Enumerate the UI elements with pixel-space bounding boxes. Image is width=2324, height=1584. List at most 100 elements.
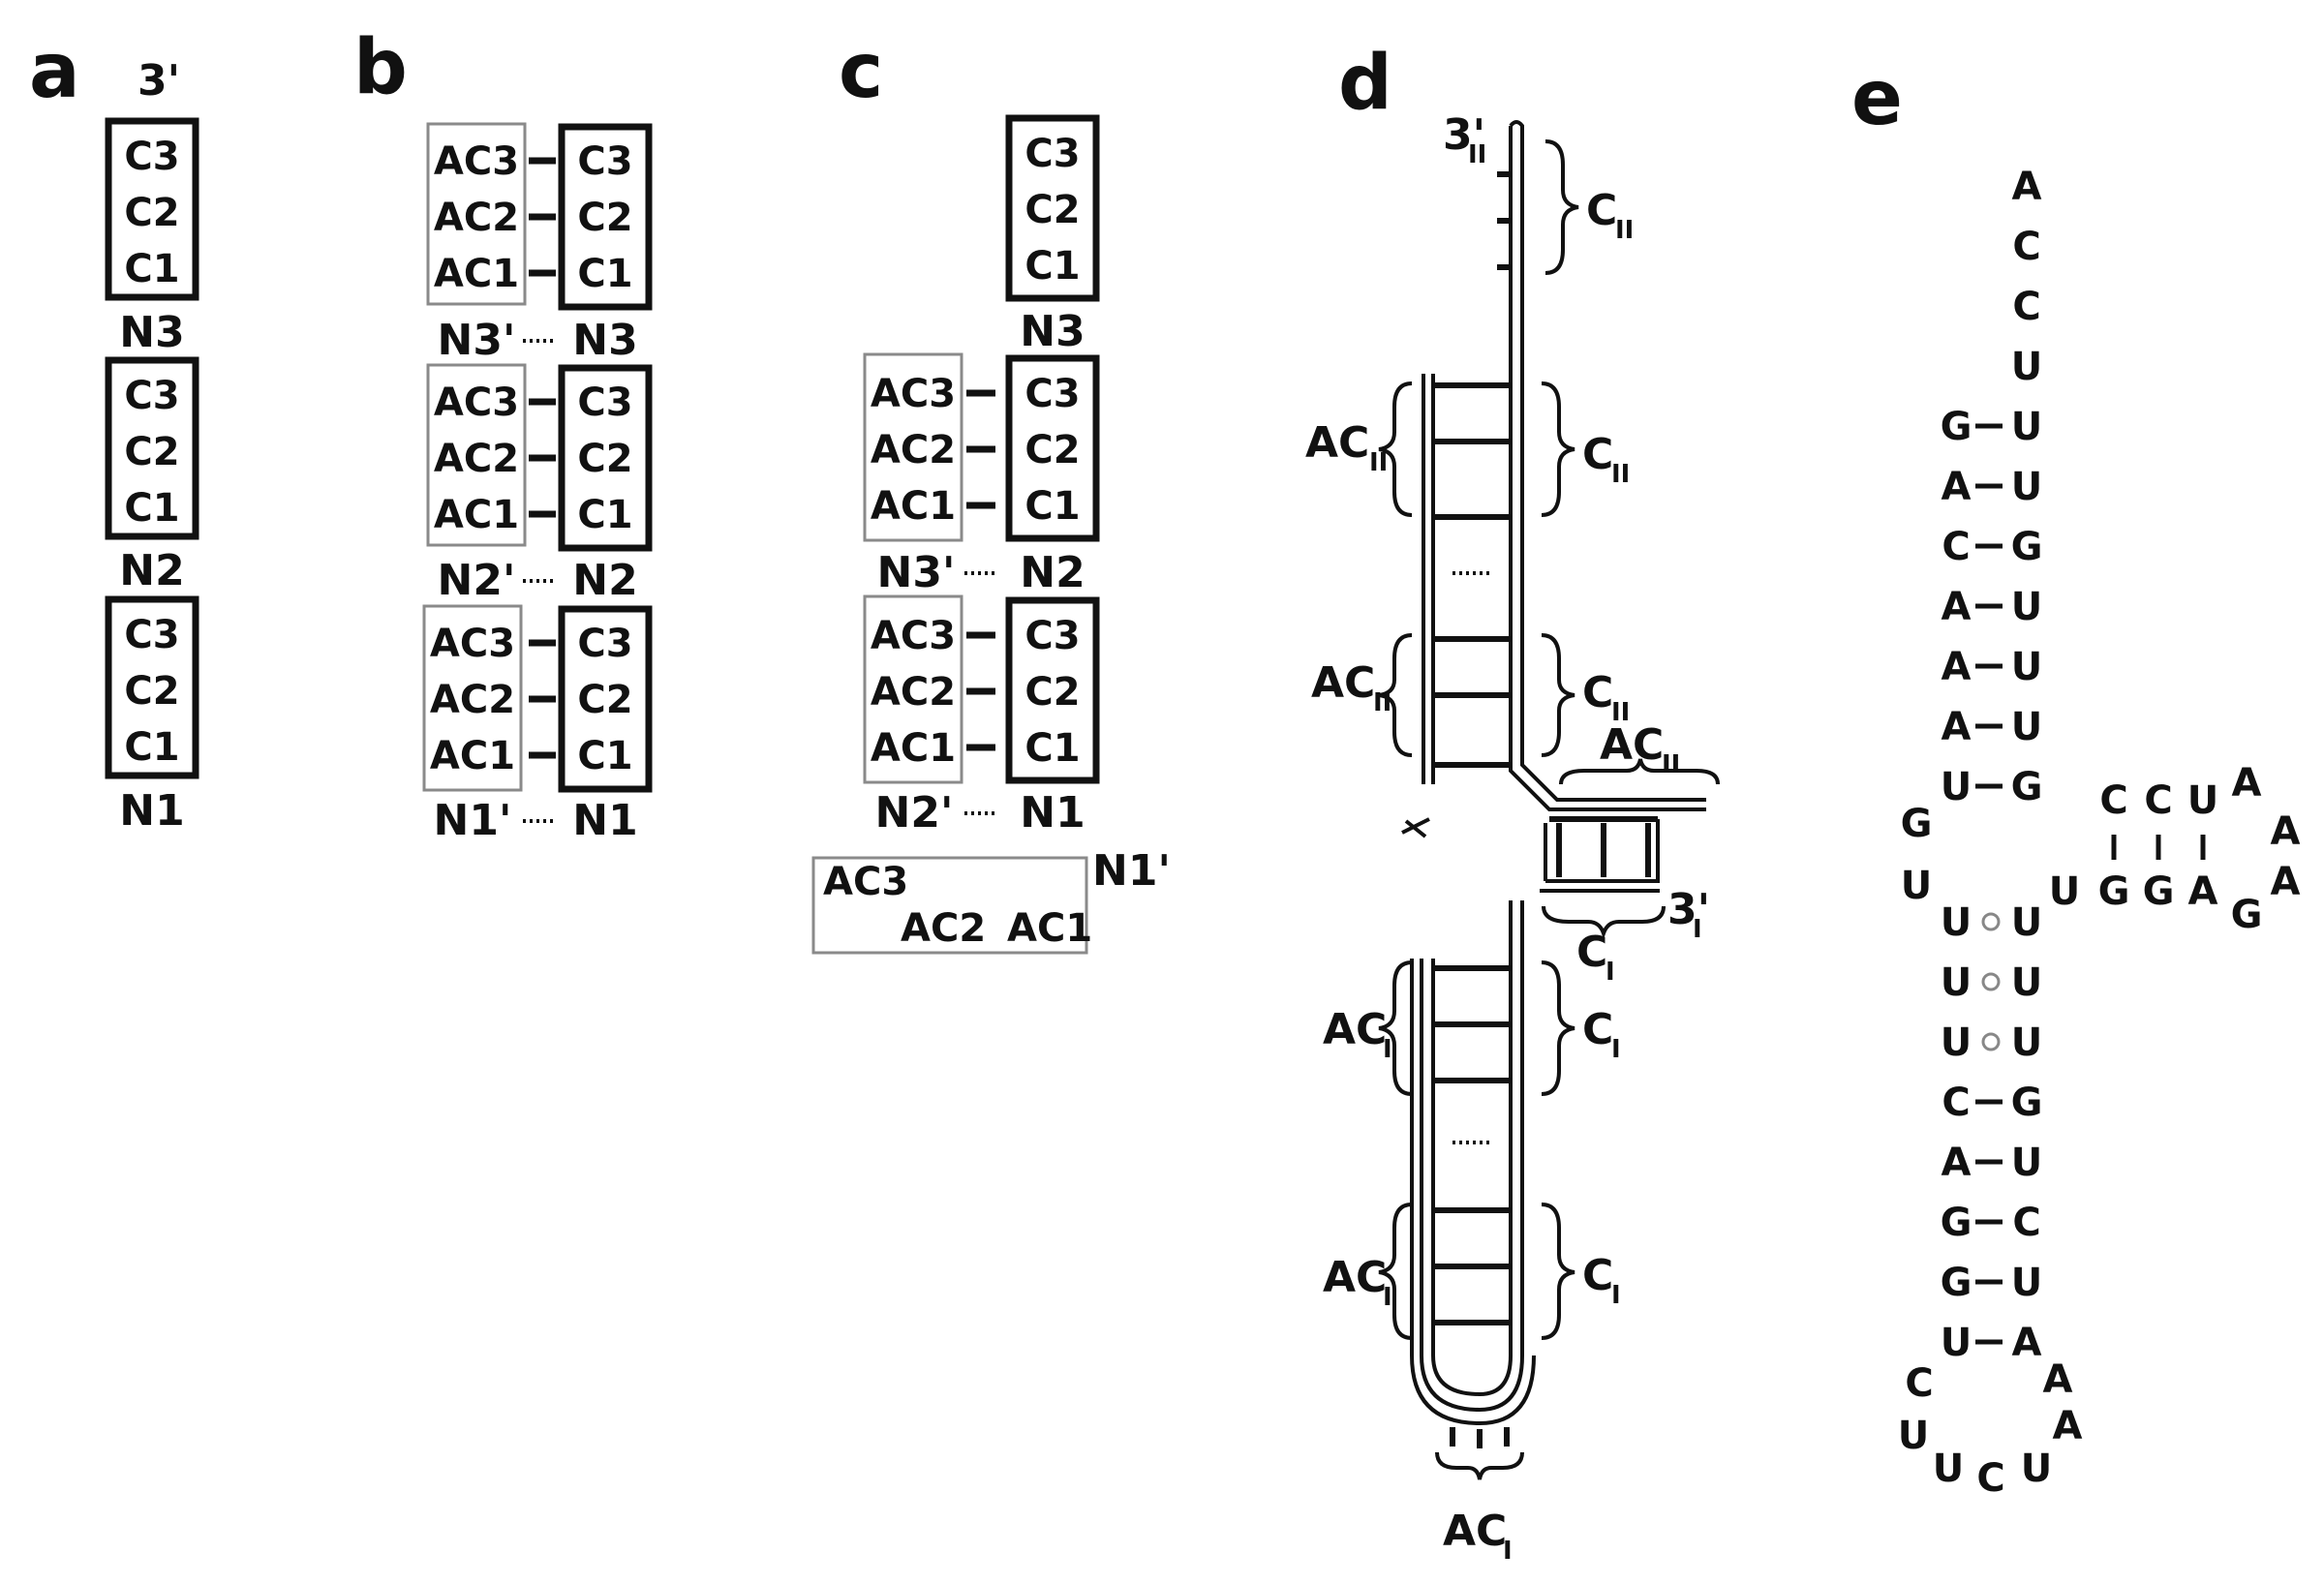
strand-c-i <box>1431 900 1513 1397</box>
brace <box>1541 960 1575 1096</box>
brace-label: AC <box>1323 1005 1387 1054</box>
ac-box-2 <box>863 594 963 784</box>
brace <box>1541 633 1575 757</box>
nucleotide: U <box>2011 465 2042 509</box>
c-label: C2 <box>124 669 179 714</box>
nucleotide: U <box>1901 864 1932 908</box>
panel-label-a: a <box>29 28 80 115</box>
strand-c-ii <box>1509 126 1706 811</box>
c-box-2 <box>558 364 653 552</box>
ac-label: AC3 <box>434 381 519 425</box>
nucleotide: U <box>2011 705 2042 749</box>
nucleotide: C <box>2012 1201 2040 1245</box>
ac-label: AC2 <box>434 196 519 240</box>
strand-ac-i <box>1410 959 1536 1426</box>
subscript: II <box>1611 460 1630 489</box>
brace-label: AC <box>1323 1253 1387 1302</box>
subscript: II <box>1369 448 1388 477</box>
nucleotide: U <box>1898 1414 1929 1458</box>
brace <box>1378 1203 1413 1340</box>
nucleotide: C <box>2099 778 2127 823</box>
ac-box-3 <box>863 352 963 542</box>
panel-label-b: b <box>353 24 408 111</box>
c-label: C2 <box>577 437 632 481</box>
nucleotide: U <box>2187 778 2218 823</box>
nucleotide: G <box>2231 893 2263 937</box>
c-label: C1 <box>577 252 632 296</box>
nucleotide: U <box>1933 1447 1964 1491</box>
c-label: C3 <box>124 135 179 179</box>
panel-a: a 3' C3 C2 C1 N3 C3 C2 C1 N2 C3 C2 C1 N1 <box>29 28 199 836</box>
brace-label: AC <box>1305 418 1369 468</box>
nucleotide: A <box>1942 585 1972 629</box>
brace-label: AC <box>1311 658 1375 708</box>
ac-label: AC3 <box>871 614 956 658</box>
ac-label: AC1 <box>871 726 956 771</box>
panel-label-c: c <box>839 28 883 115</box>
nucleotide: U <box>1941 765 1972 809</box>
n-label: N1 <box>1020 788 1085 838</box>
subscript: II <box>1373 688 1391 717</box>
subscript: I <box>1693 915 1702 944</box>
c-box-1 <box>558 605 653 793</box>
ac-label: AC3 <box>430 622 515 666</box>
strand-c-ii <box>1509 120 1706 802</box>
brace-label: C <box>1586 186 1617 235</box>
prime-3-label: 3' <box>1443 110 1485 160</box>
bottom-loop: C U U C U A A <box>1898 1357 2083 1501</box>
nucleotide: A <box>1942 705 1972 749</box>
nucleotide: G <box>2011 765 2043 809</box>
c-label: C3 <box>577 381 632 425</box>
ac-label: AC3 <box>434 139 519 184</box>
c-label: C2 <box>577 196 632 240</box>
strand-c-i <box>1420 900 1524 1413</box>
nucleotide: U <box>2049 869 2080 914</box>
brace-label: C <box>1582 668 1613 717</box>
n-label: N3' <box>438 316 516 365</box>
n-label: N3 <box>119 308 184 357</box>
nucleotide: A <box>2271 809 2301 854</box>
wobble-pair-circle <box>1981 1032 2001 1051</box>
nucleotide: U <box>2011 1261 2042 1305</box>
c-label: C1 <box>1024 726 1080 771</box>
c-box-2 <box>1005 354 1100 542</box>
n-label: N2 <box>572 556 637 605</box>
c-box-2 <box>105 356 199 540</box>
nucleotide: U <box>2011 645 2042 689</box>
ac-label: AC1 <box>1007 906 1092 951</box>
nucleotide: A <box>2053 1404 2083 1448</box>
n-label: N2 <box>119 546 184 595</box>
c-label: C1 <box>124 486 179 531</box>
n-label: N3 <box>572 316 637 365</box>
subscript: I <box>1383 1283 1392 1312</box>
ac-label: AC2 <box>430 678 515 722</box>
nucleotide: G <box>2011 525 2043 569</box>
scissors-icon <box>1401 817 1430 838</box>
nucleotide: U <box>2011 960 2042 1005</box>
brace <box>1435 1451 1524 1480</box>
ac-label: AC3 <box>823 860 908 904</box>
subscript: I <box>1503 1537 1513 1566</box>
n-label: N1 <box>119 786 184 836</box>
nucleotide: A <box>2271 860 2301 904</box>
c-label: C3 <box>577 622 632 666</box>
panel-e: e A C C U G U A U C G A U A U A U U <box>1851 55 2301 1501</box>
wobble-stem: U U U U U U <box>1941 900 2042 1065</box>
ac-box-2 <box>426 363 527 547</box>
brace-label: AC <box>1443 1507 1507 1556</box>
c-label: C1 <box>124 247 179 291</box>
panel-label-d: d <box>1338 40 1392 127</box>
panel-d: d 3' II <box>1305 40 1720 1566</box>
nucleotide: G <box>1941 1201 1972 1245</box>
brace <box>1541 381 1575 517</box>
ac-label: AC1 <box>434 252 519 296</box>
subscript: II <box>1468 140 1486 169</box>
c-box-3 <box>105 117 199 301</box>
c-label: C3 <box>124 613 179 657</box>
brace-label: C <box>1582 430 1613 479</box>
ac-box-3 <box>426 122 527 306</box>
acceptor-stem: G U A U C G A U A U A U U G <box>1941 405 2043 809</box>
subscript: II <box>1662 750 1680 779</box>
nucleotide: U <box>2011 1020 2042 1065</box>
wobble-pair-circle <box>1981 912 2001 931</box>
